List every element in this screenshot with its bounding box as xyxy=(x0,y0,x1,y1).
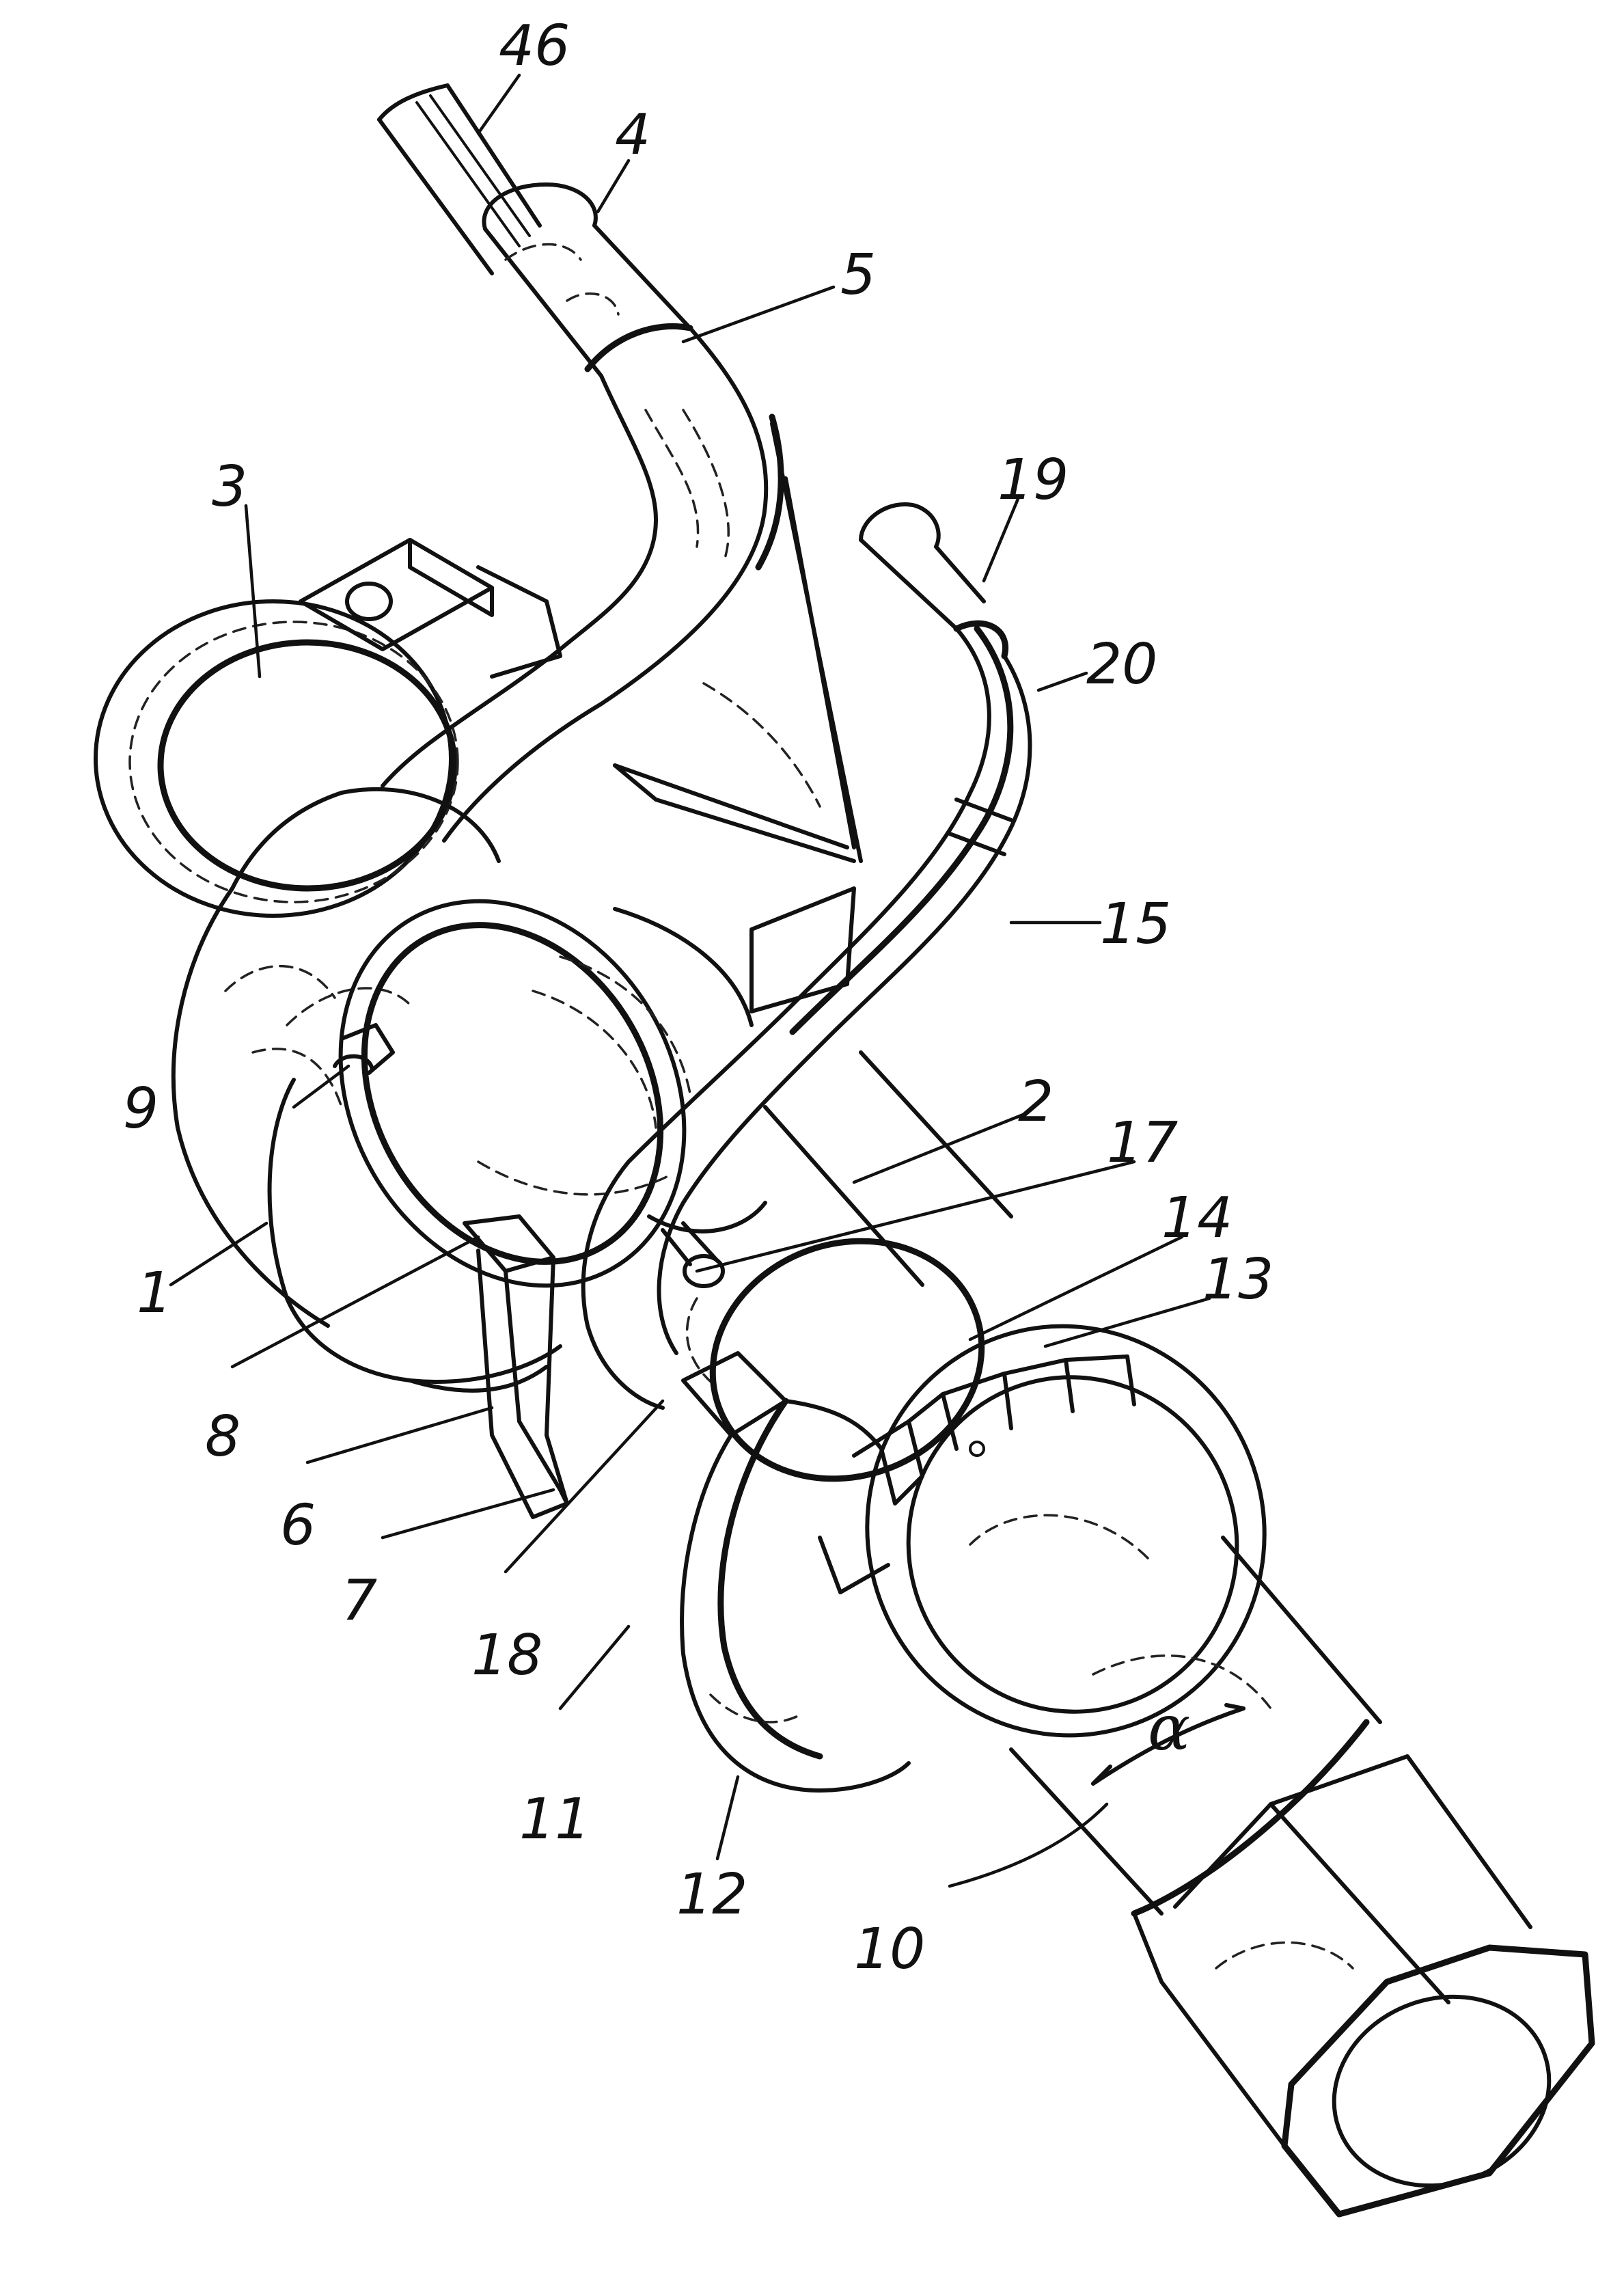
label-17: 17 xyxy=(1107,1111,1178,1175)
label-15: 15 xyxy=(1100,892,1171,957)
spring-clip-6 xyxy=(465,1216,567,1517)
label-6: 6 xyxy=(280,1493,316,1558)
label-2: 2 xyxy=(1018,1070,1054,1134)
label-4: 4 xyxy=(615,103,650,167)
label-1: 1 xyxy=(137,1261,172,1326)
pin-17 xyxy=(663,1223,723,1286)
inner-cylinder xyxy=(273,839,765,1348)
tube-15 xyxy=(583,504,1030,1408)
angle-alpha-label: α xyxy=(1148,1691,1190,1765)
housing-1 xyxy=(174,789,499,1326)
label-18: 18 xyxy=(471,1623,542,1688)
label-7: 7 xyxy=(342,1568,377,1633)
clamp-ring-3 xyxy=(96,540,560,916)
cable-46 xyxy=(379,85,540,273)
label-46: 46 xyxy=(499,14,570,79)
label-12: 12 xyxy=(676,1862,747,1927)
outer-wire xyxy=(270,1080,560,1391)
label-19: 19 xyxy=(997,448,1069,513)
label-13: 13 xyxy=(1202,1247,1274,1312)
label-3: 3 xyxy=(212,454,247,519)
label-20: 20 xyxy=(1086,632,1157,697)
label-14: 14 xyxy=(1161,1186,1233,1251)
leader-lines xyxy=(171,75,1209,1886)
label-10: 10 xyxy=(854,1917,925,1982)
label-5: 5 xyxy=(840,243,876,308)
label-9: 9 xyxy=(123,1076,159,1141)
label-11: 11 xyxy=(519,1787,590,1852)
hex-nut-end xyxy=(1134,1756,1592,2216)
ring-14 xyxy=(679,1204,1015,1516)
reference-numerals: 46 4 5 3 19 20 15 2 17 14 13 9 1 8 6 7 1… xyxy=(123,14,1274,1982)
label-8: 8 xyxy=(205,1404,240,1469)
